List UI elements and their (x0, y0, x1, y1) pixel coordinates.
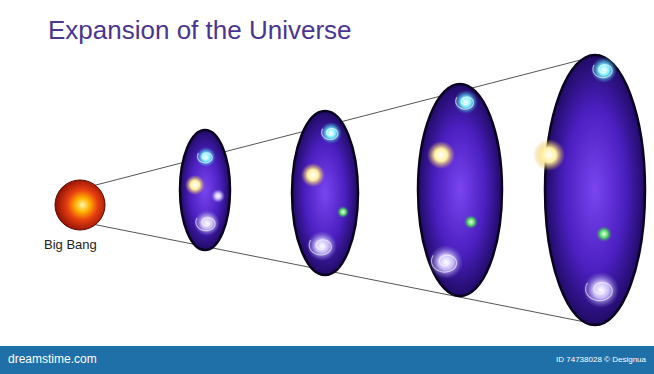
galaxy (196, 147, 216, 167)
galaxy (429, 245, 463, 279)
galaxy (307, 231, 337, 261)
universe-ellipse (180, 130, 230, 250)
galaxy (301, 163, 325, 187)
galaxy-glow (429, 245, 463, 279)
galaxy (583, 272, 619, 308)
galaxy-glow (533, 139, 565, 171)
galaxy (194, 210, 220, 236)
galaxy-spiral (586, 283, 613, 301)
watermark: dreamstime.com (8, 353, 97, 366)
universe-ellipse (545, 55, 645, 325)
universe-stage (292, 111, 358, 275)
diagram-title: Expansion of the Universe (48, 16, 352, 45)
galaxy-glow (320, 122, 342, 144)
galaxy-glow (194, 210, 220, 236)
galaxy-glow (301, 163, 325, 187)
galaxy (596, 226, 612, 242)
galaxy-glow (337, 206, 349, 218)
galaxy (185, 175, 205, 195)
galaxy-glow (596, 226, 612, 242)
watermark: ID 74738028 © Designua (556, 356, 646, 365)
footer-bar (0, 346, 654, 374)
galaxy-spiral (197, 153, 212, 163)
galaxy-spiral (309, 240, 331, 255)
galaxy-spiral (456, 97, 474, 109)
galaxy-spiral (322, 129, 338, 140)
big-bang-sphere (55, 180, 105, 230)
galaxy-glow (211, 189, 225, 203)
galaxy (464, 215, 478, 229)
galaxy-glow (185, 175, 205, 195)
universe-ellipse (418, 84, 502, 296)
galaxy-glow (427, 141, 455, 169)
galaxy (454, 90, 478, 114)
galaxy-glow (591, 57, 617, 83)
galaxy-glow (196, 147, 216, 167)
universe-stage (533, 55, 645, 325)
galaxy-spiral (196, 218, 215, 231)
stage-label: Big Bang (44, 238, 97, 252)
universe-stage (180, 130, 230, 250)
galaxy (427, 141, 455, 169)
galaxy-glow (307, 231, 337, 261)
galaxy (211, 189, 225, 203)
galaxy-glow (454, 90, 478, 114)
galaxy-glow (464, 215, 478, 229)
galaxy (337, 206, 349, 218)
universe-stages (180, 55, 645, 325)
galaxy-glow (583, 272, 619, 308)
galaxy (591, 57, 617, 83)
galaxy-spiral (593, 65, 612, 78)
galaxy (320, 122, 342, 144)
galaxy-spiral (432, 255, 457, 272)
universe-ellipse (292, 111, 358, 275)
galaxy (533, 139, 565, 171)
universe-stage (418, 84, 502, 296)
